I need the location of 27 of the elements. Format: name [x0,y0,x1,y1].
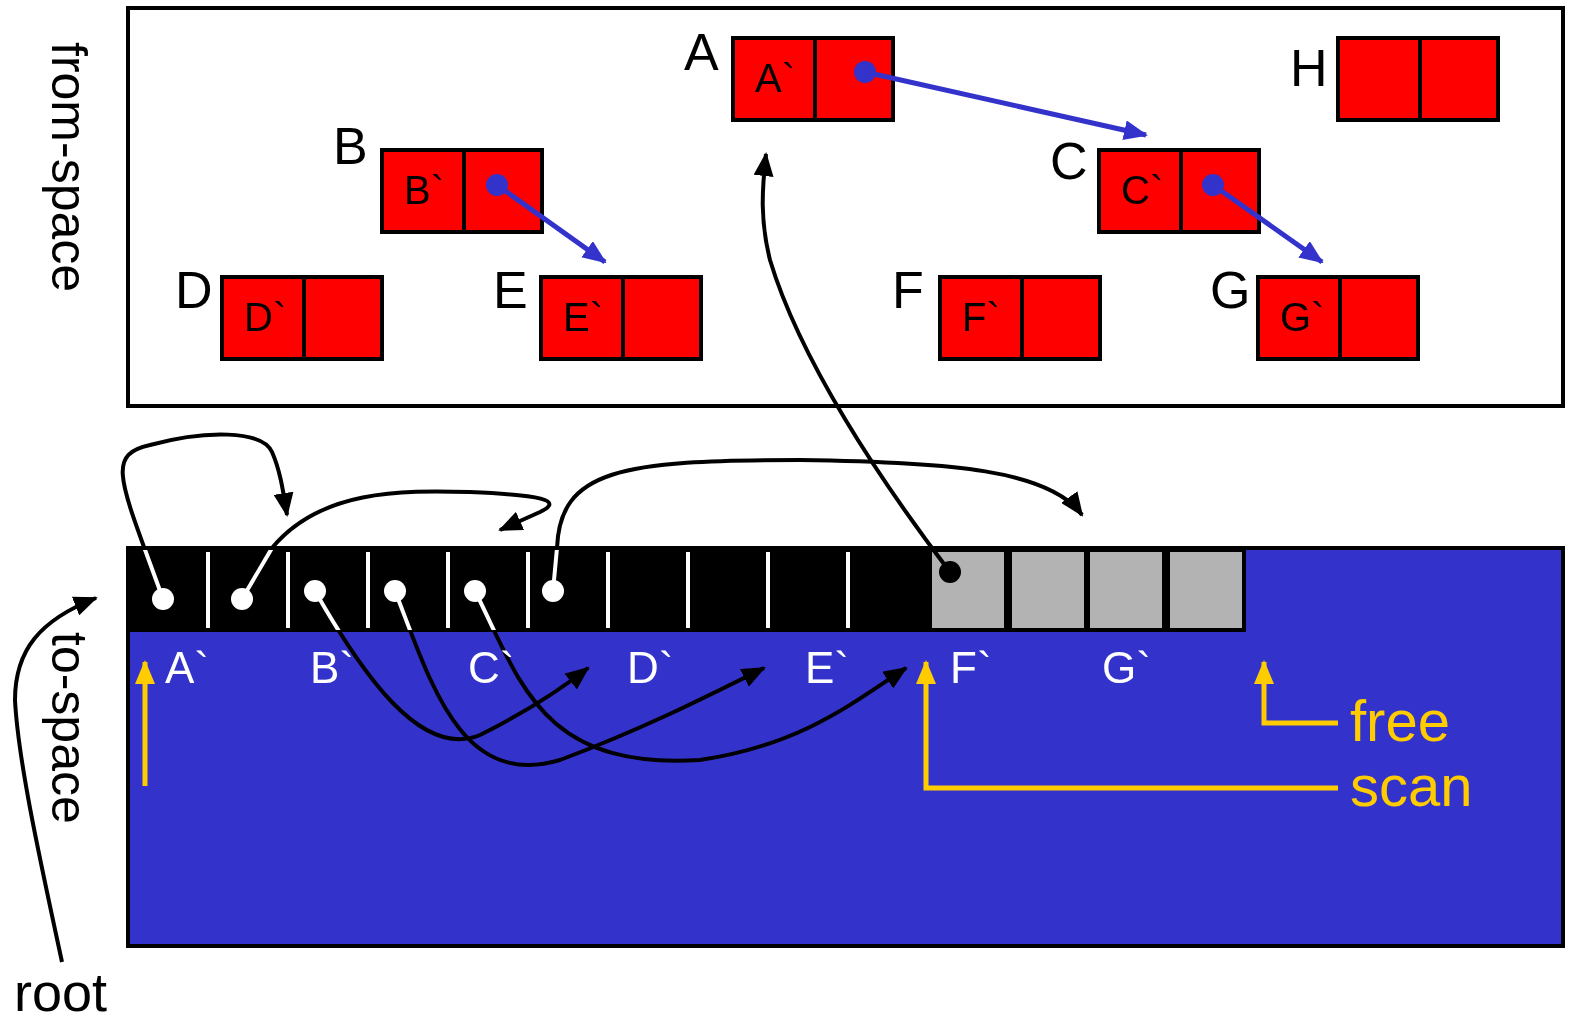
object-name: C` [468,646,515,690]
object-name: E` [805,646,849,690]
object-letter: C [1050,135,1088,187]
object-letter: E [493,264,528,316]
object-name: G` [1102,646,1151,690]
object-name: F` [950,646,992,690]
pointer-label: free [1350,692,1450,750]
object-letter: A [684,26,719,78]
object-name: A` [165,646,209,690]
object-letter: F [892,264,924,316]
object-name: D` [244,297,287,337]
object-name: E` [563,297,603,337]
object-letter: B [333,120,368,172]
pointer-label: root [14,965,108,1019]
object-letter: D [175,264,213,316]
object-name: D` [627,646,674,690]
object-name: C` [1121,170,1164,210]
panel-label: to-space [44,632,94,824]
object-name: B` [404,170,444,210]
object-name: B` [310,646,354,690]
object-name: F` [962,297,1000,337]
panel-label: from-space [44,42,94,293]
object-name: G` [1280,297,1325,337]
object-name: A` [755,58,795,98]
pointer-label: scan [1350,757,1473,815]
object-letter: G [1210,264,1251,316]
object-letter: H [1290,42,1328,94]
